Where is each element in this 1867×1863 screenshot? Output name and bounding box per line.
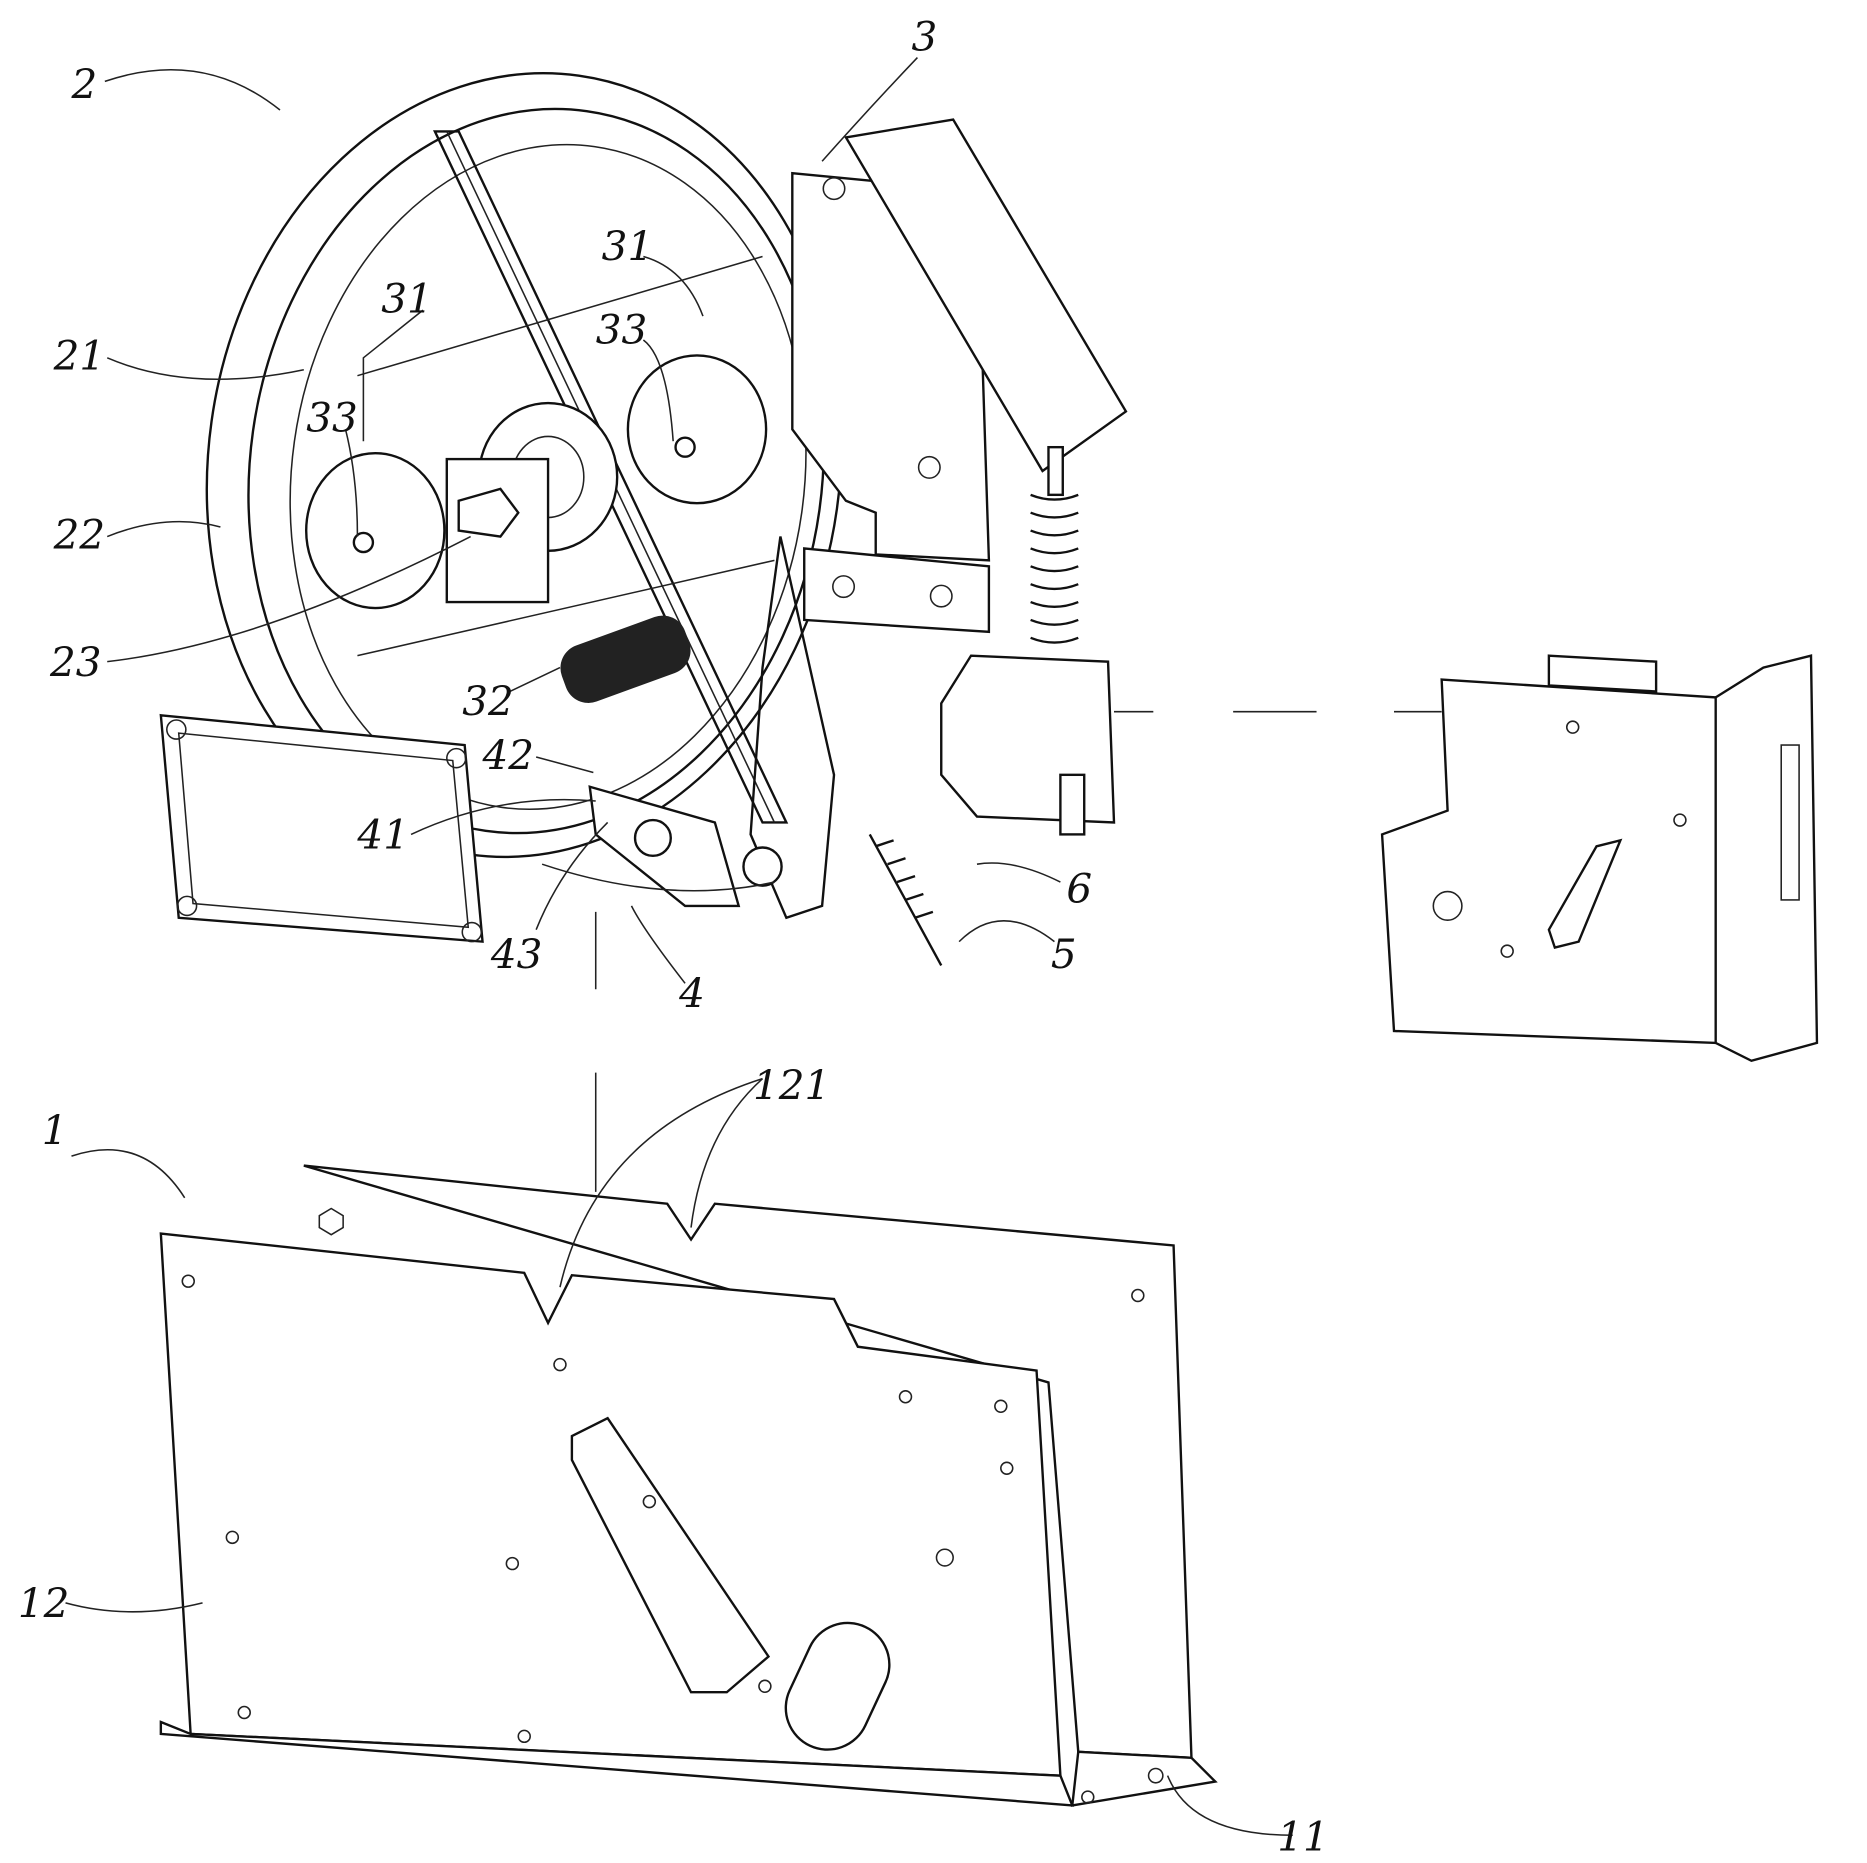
label-4: 4: [678, 969, 705, 1017]
label-31: 31: [381, 275, 433, 323]
label-1: 1: [42, 1106, 68, 1154]
label-32: 32: [462, 677, 514, 725]
side-housing: [1382, 656, 1817, 1061]
spring-32: [554, 609, 698, 710]
label-33: 33: [596, 306, 648, 354]
label-12: 12: [18, 1579, 70, 1627]
label-31: 31: [602, 222, 654, 270]
wheel-assembly: [157, 32, 1126, 966]
label-11: 11: [1277, 1813, 1329, 1861]
label-43: 43: [490, 930, 543, 978]
label-121: 121: [753, 1061, 830, 1109]
label-42: 42: [482, 731, 535, 779]
label-5: 5: [1051, 930, 1077, 978]
label-3: 3: [911, 12, 937, 60]
label-22: 22: [53, 510, 106, 558]
label-23: 23: [49, 638, 102, 686]
label-33: 33: [306, 394, 358, 442]
label-2: 2: [70, 60, 97, 108]
label-41: 41: [356, 811, 409, 859]
label-21: 21: [53, 332, 106, 380]
base-frame: [161, 1166, 1215, 1806]
label-6: 6: [1066, 864, 1092, 912]
